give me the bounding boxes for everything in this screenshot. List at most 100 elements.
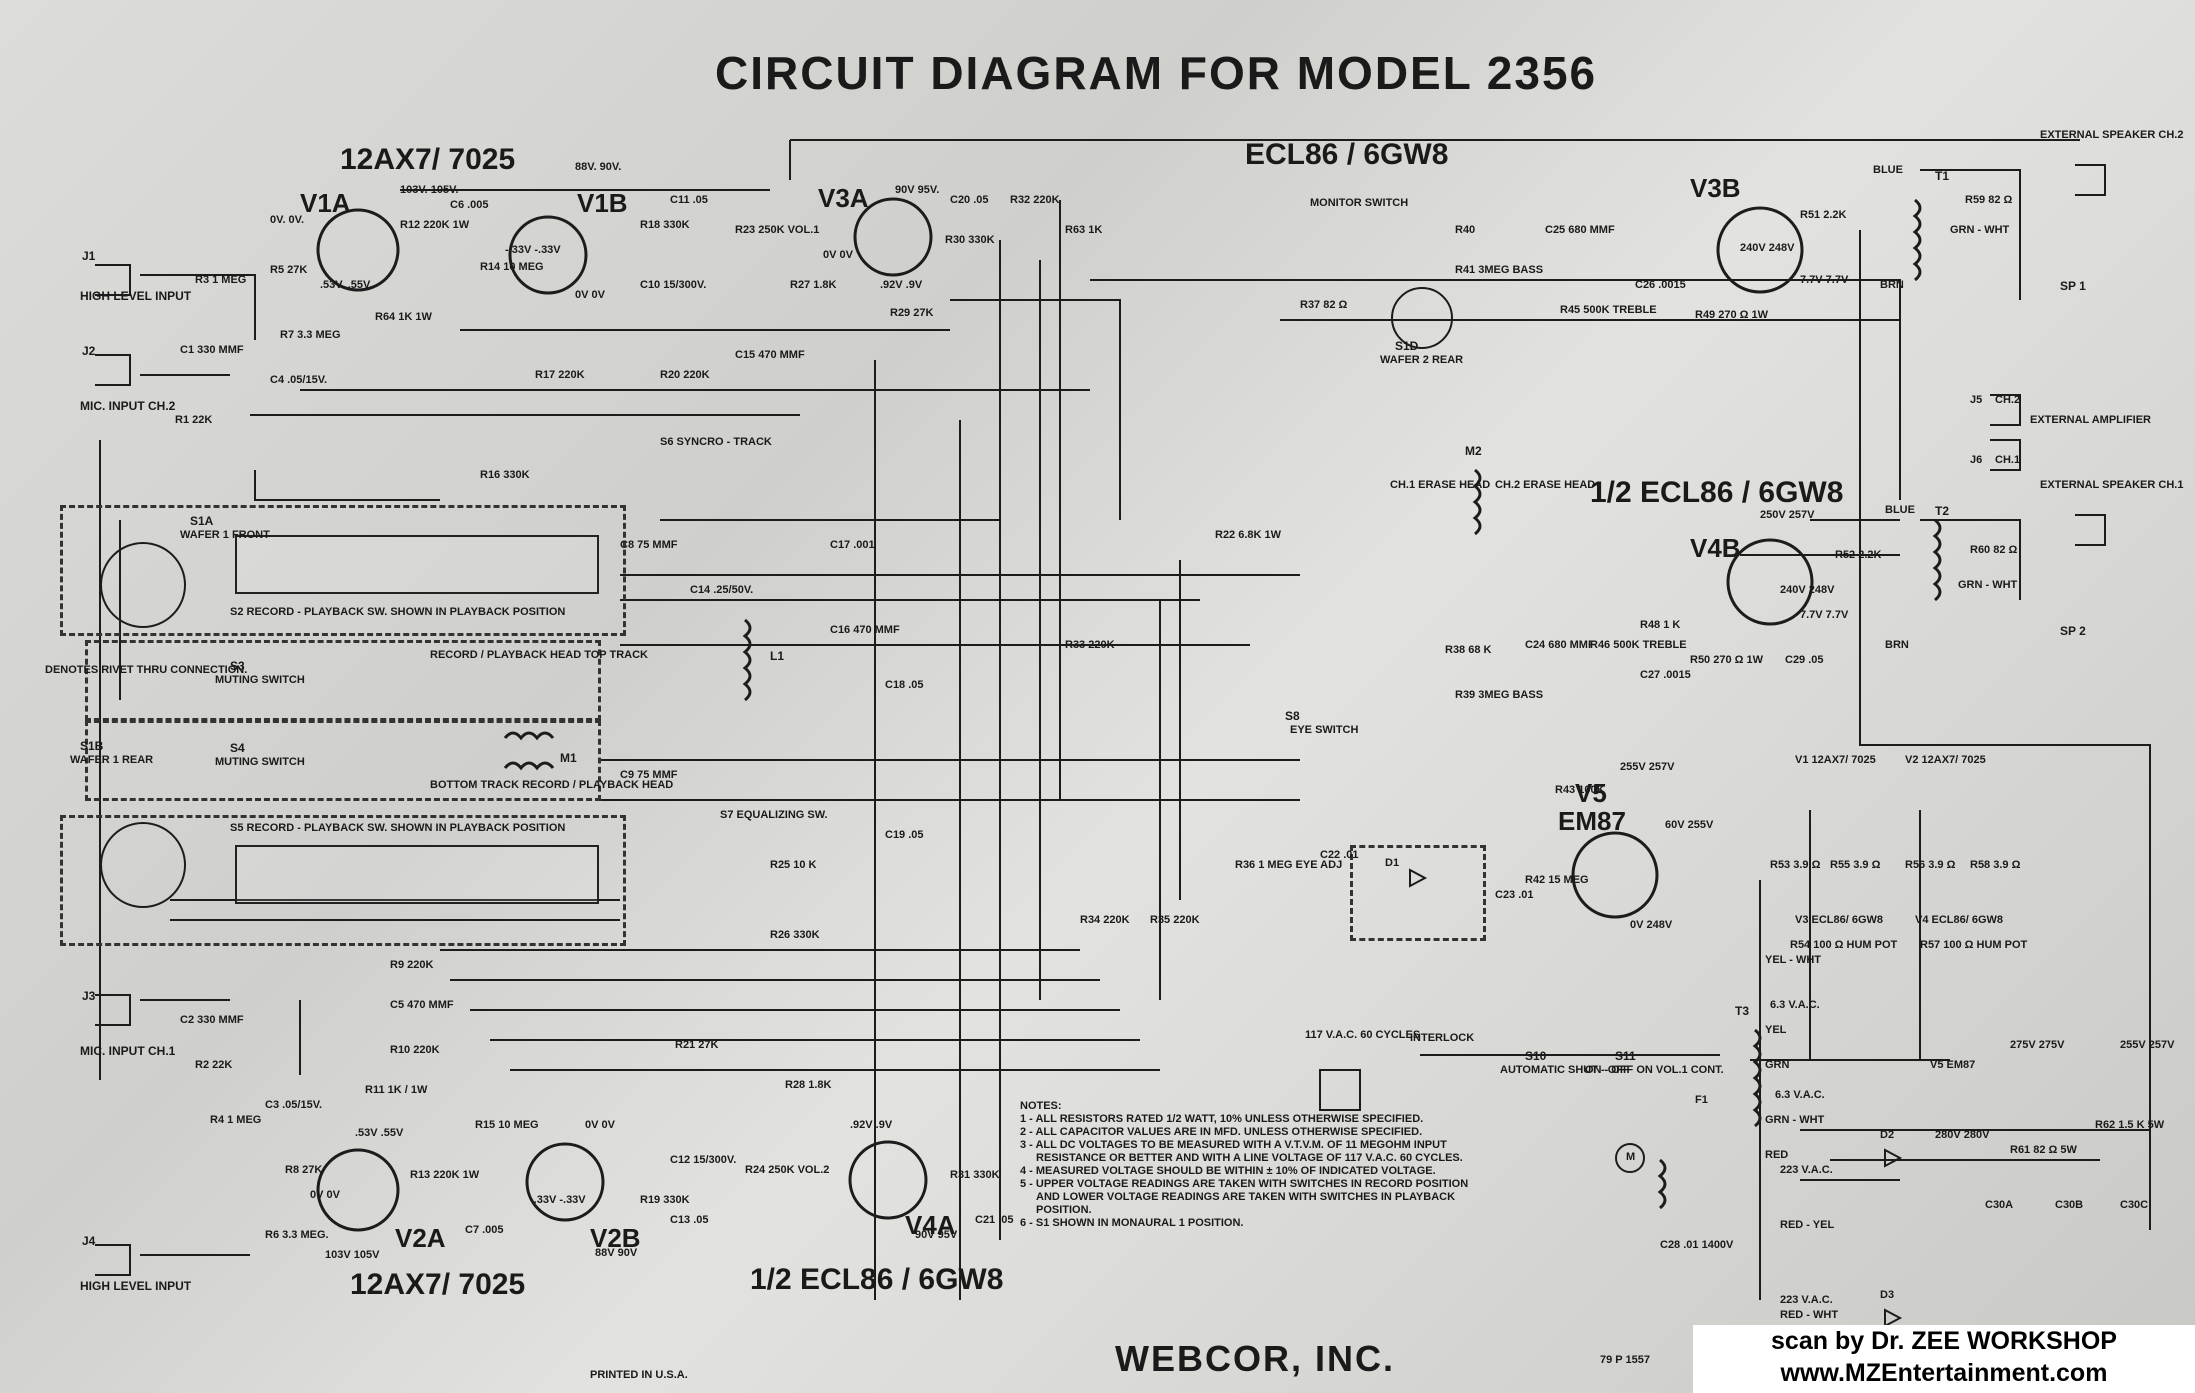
switch-label-s5: S5 RECORD - PLAYBACK SW. SHOWN IN PLAYBA… (230, 822, 566, 834)
volt-v2b-grid: -.33V -.33V (530, 1194, 586, 1206)
coil-t3 (1752, 1028, 1762, 1128)
wire-grn-wht-3: GRN - WHT (1765, 1114, 1825, 1126)
center-wiring (440, 200, 1300, 1300)
wire-brn-1: BRN (1880, 279, 1904, 291)
comp-c7: C7 .005 (465, 1224, 504, 1236)
printed-in-usa: PRINTED IN U.S.A. (590, 1369, 688, 1381)
switch-label-s7: S7 EQUALIZING SW. (720, 809, 828, 821)
comp-r9: R9 220K (390, 959, 434, 971)
speaker-label-sp2: SP 2 (2060, 624, 2086, 638)
volt-v3b-cathode: 7.7V 7.7V (1800, 274, 1849, 286)
switch-label-s1b: S1B (80, 739, 104, 753)
comp-r43: R43 100K (1555, 784, 1605, 796)
note-5c: POSITION. (1036, 1204, 1092, 1216)
wire-yel: YEL (1765, 1024, 1787, 1036)
tube-label-v3b: V3B (1690, 173, 1741, 203)
volt-v4a-cathode: .92V .9V (850, 1119, 893, 1131)
tube-type-v3: ECL86 / 6GW8 (1245, 138, 1449, 171)
volt-v4b-plate: 240V 248V (1780, 584, 1835, 596)
input-label-high-2: HIGH LEVEL INPUT (80, 1279, 192, 1293)
comp-r12: R12 220K 1W (400, 219, 470, 231)
comp-c2: C2 330 MMF (180, 1014, 244, 1026)
volt-v3a-grid: 0V 0V (823, 249, 853, 261)
wafer-s1d (1391, 287, 1453, 349)
comp-r50: R50 270 Ω 1W (1690, 654, 1764, 666)
bottom-track-group (85, 720, 601, 801)
comp-r58: R58 3.9 Ω (1970, 859, 2021, 871)
comp-r32: R32 220K (1010, 194, 1060, 206)
switch-sub-s1d: WAFER 2 REAR (1380, 354, 1464, 366)
comp-c16: C16 470 MMF (830, 624, 900, 636)
tube-v5 (1571, 831, 1659, 919)
tube-v1a (316, 208, 400, 292)
heater-v3: V3 ECL86/ 6GW8 (1795, 914, 1884, 926)
comp-c30a: C30A (1985, 1199, 2014, 1211)
volt-v3a-cathode: .92V .9V (880, 279, 923, 291)
tube-type-v2: 12AX7/ 7025 (350, 1268, 526, 1301)
comp-r18: R18 330K (640, 219, 690, 231)
comp-r25: R25 10 K (770, 859, 817, 871)
volt-v3a-plate: 90V 95V. (895, 184, 940, 196)
speaker-label-sp1: SP 1 (2060, 279, 2086, 293)
tube-label-v3a: V3A (818, 183, 869, 213)
volt-v5-plate: 255V 257V (1620, 761, 1675, 773)
transformer-label-t1: T1 (1935, 169, 1950, 183)
volt-v1b-plate: 88V. 90V. (575, 161, 622, 173)
input-label-mic-ch2: MIC. INPUT CH.2 (80, 399, 176, 413)
comp-c30b: C30B (2055, 1199, 2084, 1211)
tube-type-v5: EM87 (1558, 806, 1626, 836)
comp-c6: C6 .005 (450, 199, 489, 211)
switch-label-s10: S10 (1525, 1049, 1547, 1063)
jack-j5 (1990, 394, 2021, 426)
comp-c28: C28 .01 1400V (1660, 1239, 1734, 1251)
tube-v3b (1716, 206, 1804, 294)
volt-v1b-grid: -.33V -.33V (505, 244, 561, 256)
comp-r4: R4 1 MEG (210, 1114, 262, 1126)
head-label-m1: M1 (560, 751, 577, 765)
comp-r34: R34 220K (1080, 914, 1130, 926)
comp-c5: C5 470 MMF (390, 999, 454, 1011)
switch-label-s2: S2 RECORD - PLAYBACK SW. SHOWN IN PLAYBA… (230, 606, 566, 618)
wafer-s1a (100, 542, 186, 628)
coil-head-top (503, 731, 555, 741)
wire-blue-2: BLUE (1885, 504, 1915, 516)
transformer-label-t3: T3 (1735, 1004, 1750, 1018)
jack-label-j1: J1 (82, 249, 96, 263)
comp-c24: C24 680 MMF (1525, 639, 1595, 651)
comp-r45: R45 500K TREBLE (1560, 304, 1657, 316)
comp-r14: R14 10 MEG (480, 261, 544, 273)
comp-r42: R42 15 MEG (1525, 874, 1589, 886)
comp-d1: D1 (1385, 857, 1400, 869)
comp-r7: R7 3.3 MEG (280, 329, 341, 341)
tube-envelopes (316, 197, 1814, 1232)
tube-v2b (525, 1142, 605, 1222)
switch-label-interlock: INTERLOCK (1410, 1032, 1475, 1044)
comp-r59: R59 82 Ω (1965, 194, 2013, 206)
comp-r36: R36 1 MEG EYE ADJ (1235, 859, 1343, 871)
volt-v1a-grid: 0V. 0V. (270, 214, 305, 226)
comp-r19: R19 330K (640, 1194, 690, 1206)
head-label-bottom: BOTTOM TRACK RECORD / PLAYBACK HEAD (430, 779, 674, 791)
heater-vac-4: 223 V.A.C. (1780, 1294, 1833, 1306)
coil-head-bottom (503, 761, 555, 771)
volt-v4b-cathode: 7.7V 7.7V (1800, 609, 1849, 621)
s5-contact-bank (235, 845, 599, 904)
coil-t2 (1932, 518, 1942, 602)
notes-heading: NOTES: (1020, 1100, 1062, 1112)
jack-j2 (95, 354, 131, 386)
heater-v5: V5 EM87 (1930, 1059, 1976, 1071)
wire-red: RED (1765, 1149, 1789, 1161)
comp-c3: C3 .05/15V. (265, 1099, 323, 1111)
tube-label-v1a: V1A (300, 188, 351, 218)
note-2: 2 - ALL CAPACITOR VALUES ARE IN MFD. UNL… (1020, 1126, 1423, 1138)
switch-sub-s8: EYE SWITCH (1290, 724, 1359, 736)
comp-m: M (1626, 1151, 1636, 1163)
wire-grn-wht-1: GRN - WHT (1950, 224, 2010, 236)
transformer-label-t2: T2 (1935, 504, 1950, 518)
input-label-high-1: HIGH LEVEL INPUT (80, 289, 192, 303)
comp-r49: R49 270 Ω 1W (1695, 309, 1769, 321)
wire-brn-2: BRN (1885, 639, 1909, 651)
tube-v3a (853, 197, 933, 277)
heater-vac-2: 6.3 V.A.C. (1775, 1089, 1825, 1101)
